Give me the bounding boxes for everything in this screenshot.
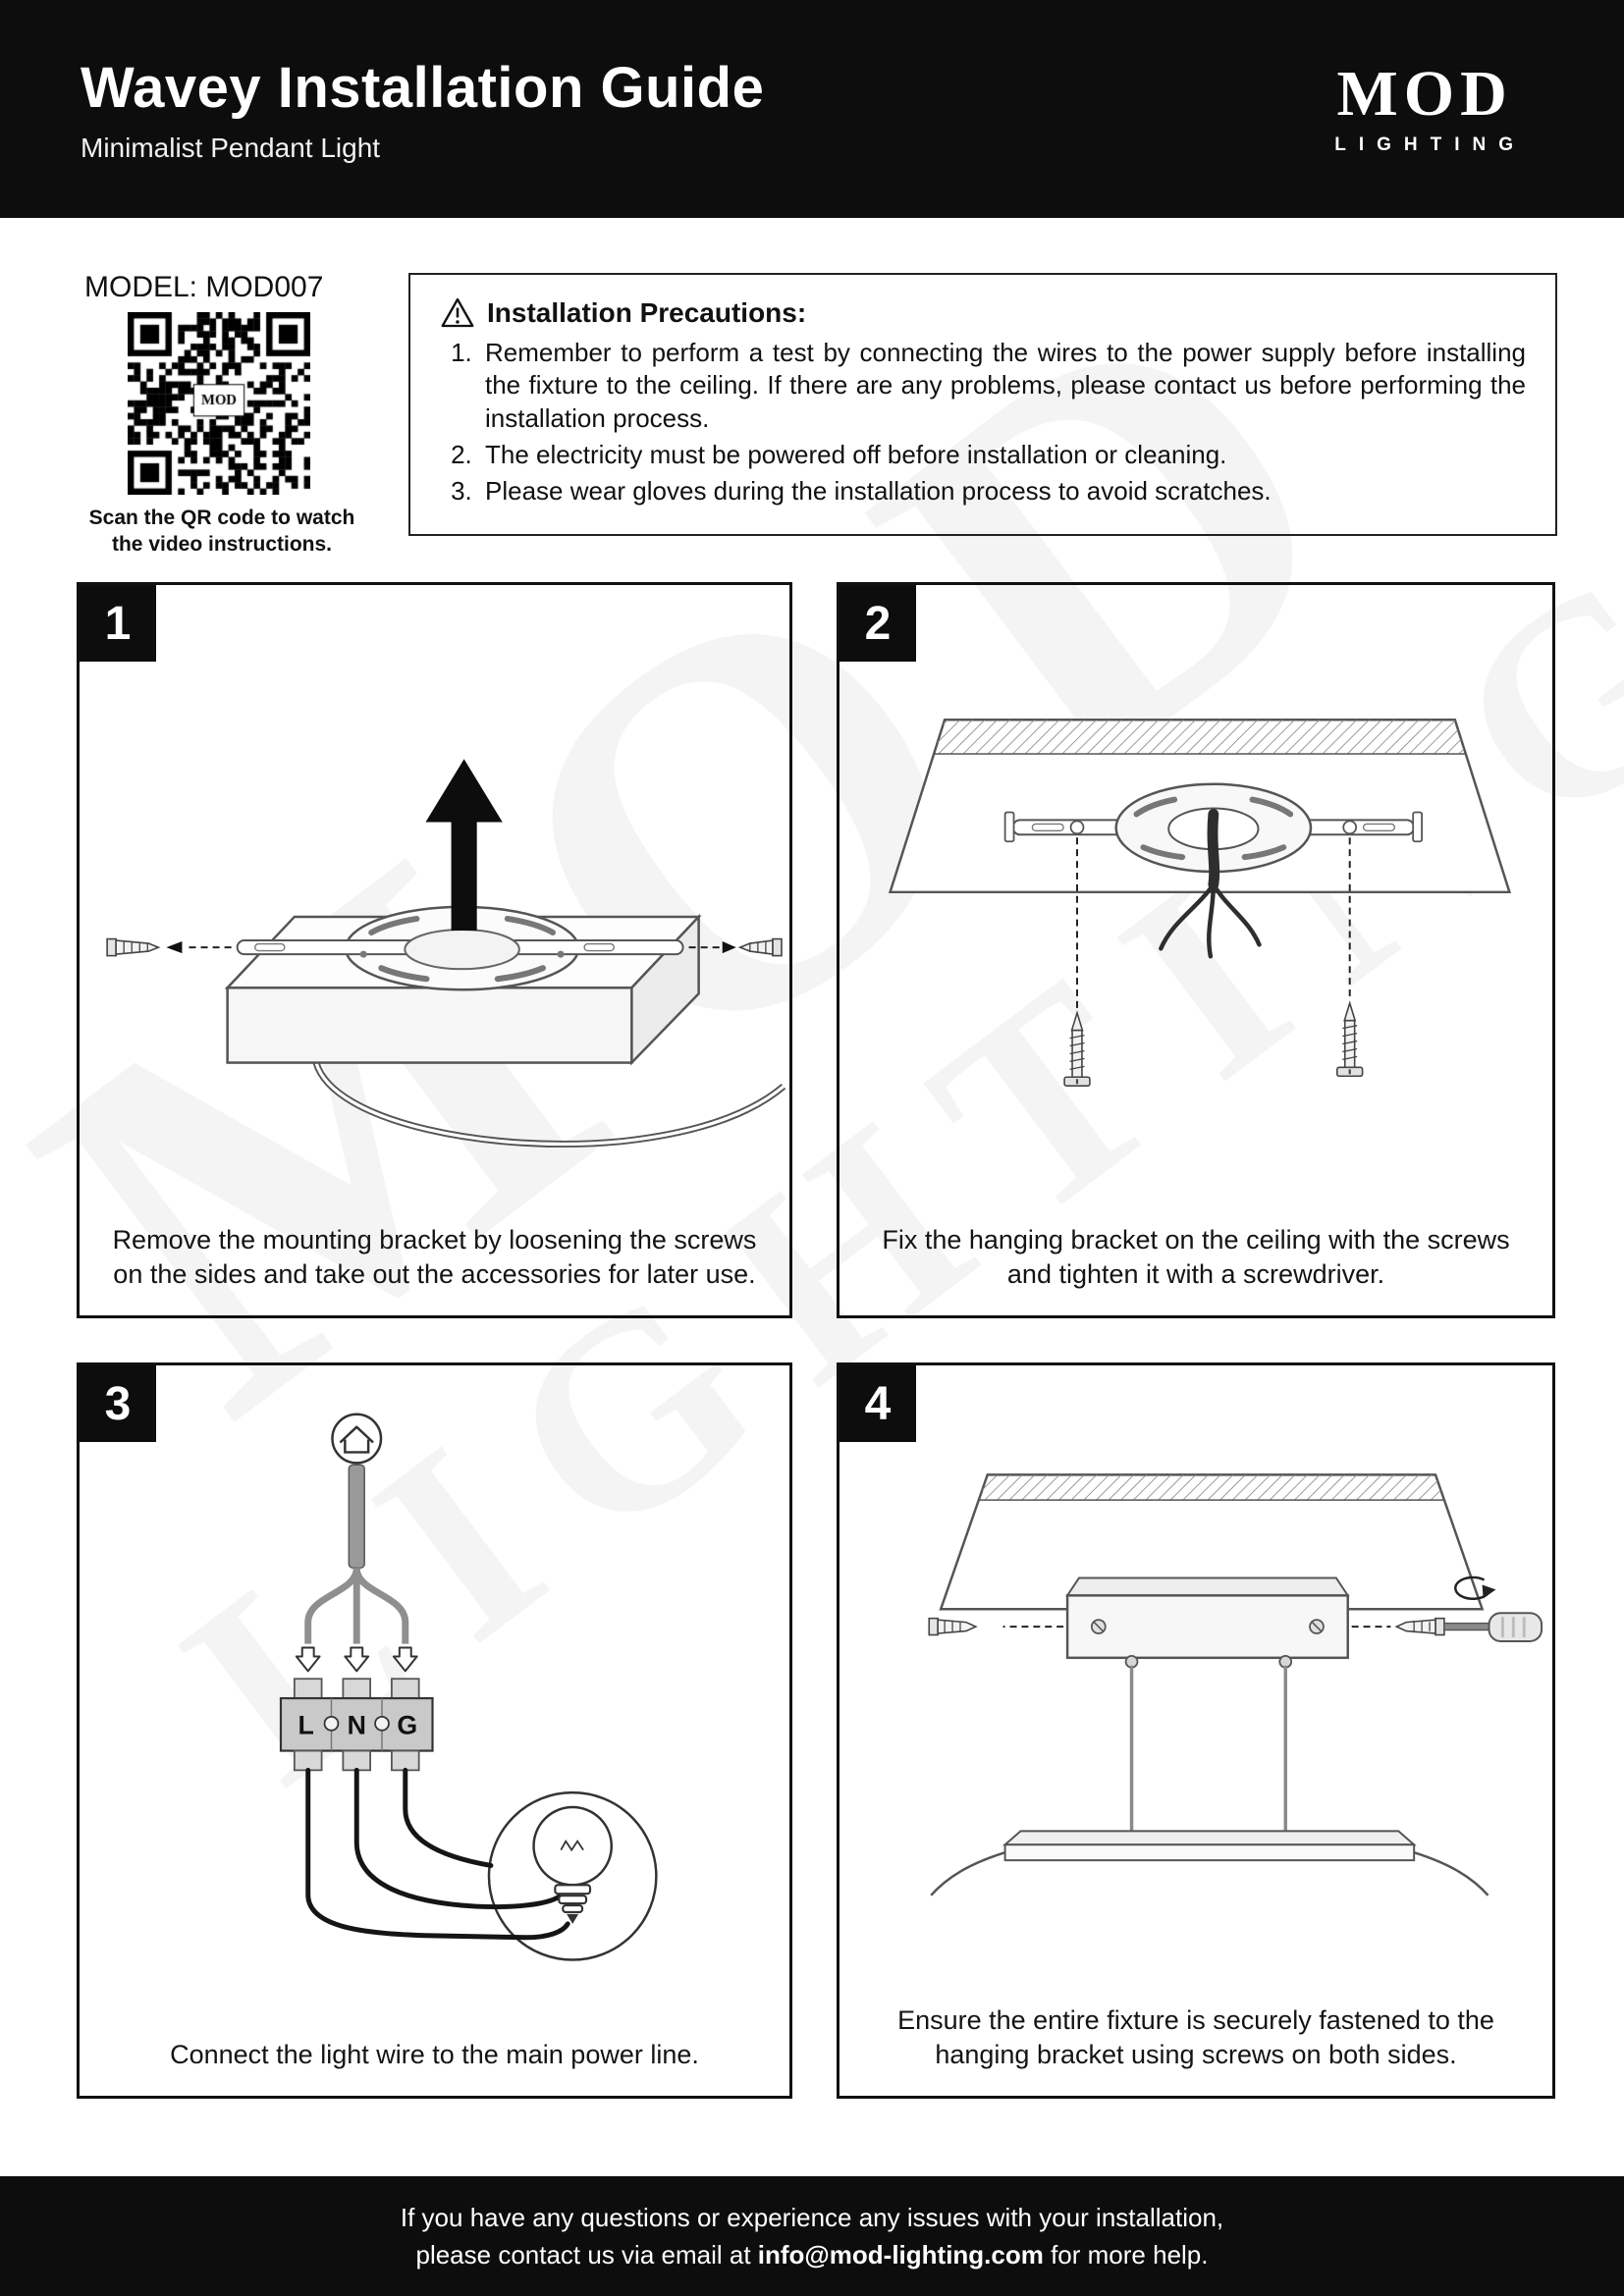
step-panel-2: 2 — [837, 582, 1555, 1318]
arrow-up-icon — [425, 759, 503, 932]
brand-logo: MOD LIGHTING — [1324, 62, 1526, 156]
step-number-badge: 3 — [80, 1365, 156, 1442]
screwdriver-icon — [1443, 1612, 1543, 1642]
footer-line2: please contact us via email at info@mod-… — [415, 2240, 1208, 2270]
arrow-left-icon — [166, 941, 183, 954]
warning-icon — [441, 297, 474, 328]
precautions-title: Installation Precautions: — [487, 296, 807, 328]
down-arrow-icon — [295, 1646, 418, 1673]
precaution-item: Remember to perform a test by connecting… — [479, 337, 1526, 435]
terminal-label-n: N — [348, 1711, 366, 1740]
screw-icon — [1336, 1000, 1364, 1078]
terminal-label-l: L — [298, 1711, 314, 1740]
terminal-label-g: G — [397, 1711, 417, 1740]
precautions-box: Installation Precautions: Remember to pe… — [408, 273, 1557, 536]
model-label: MODEL: MOD007 — [84, 271, 324, 303]
step-caption: Connect the light wire to the main power… — [170, 2039, 699, 2069]
step-panel-1: 1 — [77, 582, 792, 1318]
page-title: Wavey Installation Guide — [81, 55, 765, 120]
pendant-bar — [930, 1830, 1489, 1896]
footer-line2-suffix: for more help. — [1043, 2239, 1209, 2269]
step-panel-4: 4 — [837, 1362, 1555, 2099]
qr-code — [128, 312, 310, 495]
screw-icon — [1063, 1010, 1091, 1087]
screw-icon — [106, 937, 161, 957]
arrow-right-icon — [722, 941, 736, 954]
brand-logo-sub: LIGHTING — [1334, 134, 1526, 155]
screw-icon — [1394, 1617, 1445, 1636]
step-number-badge: 2 — [839, 585, 916, 662]
bulb-icon — [532, 1805, 614, 1924]
footer-email[interactable]: info@mod-lighting.com — [757, 2239, 1044, 2269]
precautions-list: Remember to perform a test by connecting… — [440, 337, 1526, 507]
step-panel-3: 3 — [77, 1362, 792, 2099]
precaution-item: The electricity must be powered off befo… — [479, 439, 1526, 471]
ceiling — [939, 1473, 1485, 1611]
step2-illustration — [888, 719, 1512, 1087]
header-text: Wavey Installation Guide Minimalist Pend… — [81, 55, 764, 164]
footer-line1: If you have any questions or experience … — [400, 2202, 1224, 2232]
header: Wavey Installation Guide Minimalist Pend… — [0, 0, 1624, 218]
wires — [1159, 809, 1262, 959]
step-caption: Ensure the entire fixture is securely fa… — [897, 2004, 1494, 2069]
step4-illustration — [928, 1473, 1543, 1896]
screw-icon — [928, 1617, 978, 1636]
step-number-badge: 4 — [839, 1365, 916, 1442]
screw-icon — [737, 937, 783, 957]
precautions-header: Installation Precautions: — [440, 296, 1526, 329]
mounting-bracket — [236, 905, 684, 991]
power-cord — [312, 1061, 786, 1148]
lamp-wires — [305, 1767, 570, 1941]
terminal-block: L N G — [279, 1678, 434, 1772]
main-cable — [304, 1464, 409, 1644]
canopy-box — [1065, 1576, 1350, 1660]
house-icon — [331, 1413, 383, 1465]
precaution-item: Please wear gloves during the installati… — [479, 475, 1526, 507]
step-caption: Fix the hanging bracket on the ceiling w… — [882, 1224, 1510, 1289]
footer: If you have any questions or experience … — [0, 2176, 1624, 2296]
step-caption: Remove the mounting bracket by loosening… — [112, 1224, 757, 1289]
brand-logo-main: MOD — [1336, 58, 1513, 130]
hanging-cords — [1124, 1654, 1293, 1834]
step3-illustration: L N G — [279, 1413, 658, 1961]
step1-illustration — [106, 759, 786, 1148]
qr-caption: Scan the QR code to watch the video inst… — [88, 507, 355, 557]
rotation-arrow-icon — [1454, 1575, 1496, 1600]
page-subtitle: Minimalist Pendant Light — [81, 132, 381, 163]
footer-line2-prefix: please contact us via email at — [415, 2239, 758, 2269]
step-number-badge: 1 — [80, 585, 156, 662]
